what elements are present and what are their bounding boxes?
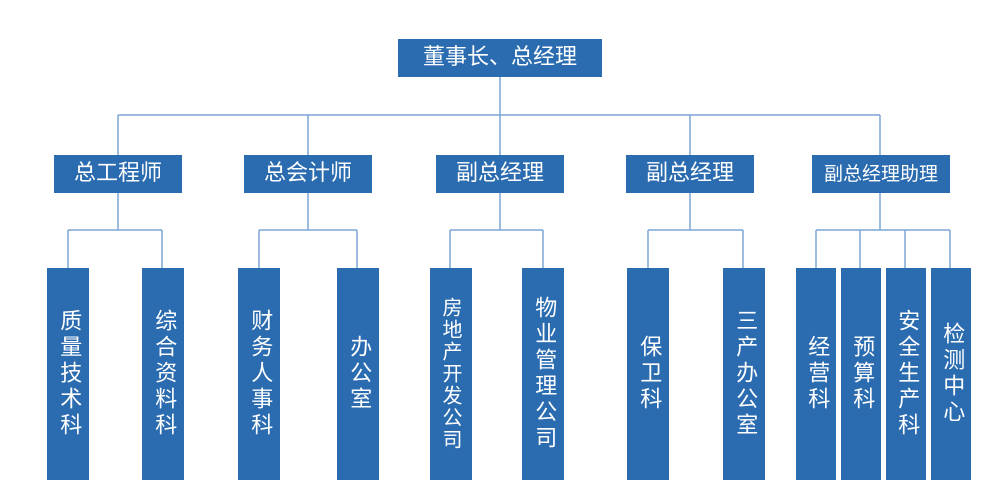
node-deputy-gm-assistant: 副总经理助理 xyxy=(812,155,950,193)
dept-testing-center: 检测中心 xyxy=(931,268,971,480)
node-deputy-gm-2: 副总经理 xyxy=(626,155,754,193)
node-chief-accountant: 总会计师 xyxy=(244,155,372,193)
root-node: 董事长、总经理 xyxy=(398,39,602,77)
dept-finance-hr: 财务人事科 xyxy=(238,268,280,480)
node-chief-engineer: 总工程师 xyxy=(54,155,182,193)
dept-tertiary-office: 三产办公室 xyxy=(723,268,765,480)
dept-security: 保卫科 xyxy=(627,268,669,480)
dept-quality-tech: 质量技术科 xyxy=(47,268,89,480)
dept-property-mgmt: 物业管理公司 xyxy=(522,268,564,480)
dept-operations: 经营科 xyxy=(796,268,836,480)
dept-budget: 预算科 xyxy=(841,268,881,480)
dept-safety-production: 安全生产科 xyxy=(886,268,926,480)
dept-real-estate: 房地产开发公司 xyxy=(430,268,472,480)
node-deputy-gm-1: 副总经理 xyxy=(436,155,564,193)
dept-office: 办公室 xyxy=(337,268,379,480)
dept-general-records: 综合资料科 xyxy=(142,268,184,480)
